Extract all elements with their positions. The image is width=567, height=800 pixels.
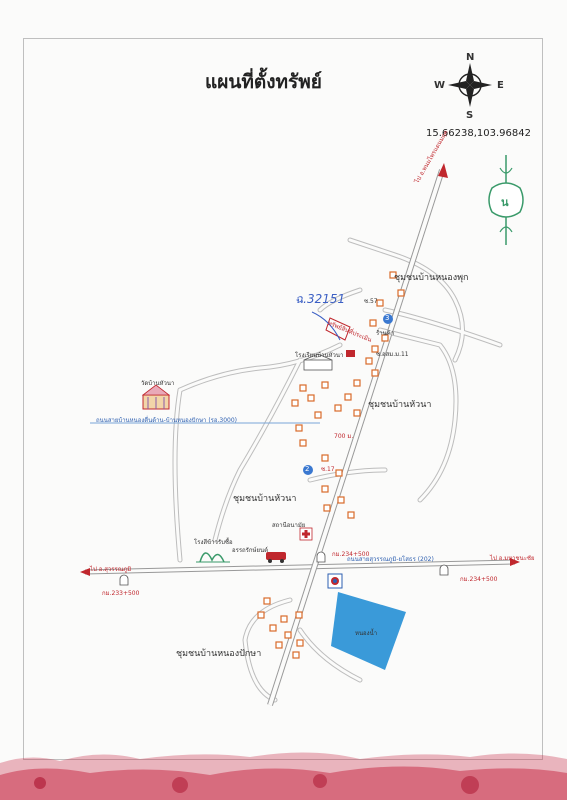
thai-emblem-icon [488, 155, 524, 245]
marker-a-label: 3 [385, 314, 390, 322]
village-hua-na-label-2: ชุมชนบ้านหัวนา [233, 494, 297, 504]
compass-west-label: W [434, 80, 446, 91]
pond-label: หนองน้ำ [355, 630, 378, 637]
compass-north-label: N [466, 52, 475, 63]
subject-property-arrow [325, 317, 351, 341]
side-road-57-label: ซ.57 [364, 298, 378, 305]
page-title: แผนที่ตั้งทรัพย์ [205, 71, 322, 93]
marker-circle-b [303, 465, 313, 475]
temple-icon [141, 384, 171, 410]
plot-number-label: ฉ.32151 [295, 292, 346, 306]
map-frame [23, 38, 543, 760]
emblem-letter: น [501, 196, 509, 209]
temple-label: วัดบ้านหัวนา [141, 380, 175, 387]
highway-202 [80, 558, 520, 576]
plot-annotation-line [311, 311, 341, 341]
km-west-label: กม.233+500 [102, 590, 140, 597]
shop-label: ร้านค้า [376, 330, 395, 337]
coordinates-label: 15.66238,103.96842 [426, 128, 531, 139]
health-station-label: สถานีอนามัย [272, 522, 306, 529]
km-markers [119, 551, 449, 586]
km-marker-west [119, 574, 129, 586]
km-east-label: กม.234+500 [460, 576, 498, 583]
highway-arrow-east [510, 558, 520, 566]
main-road-arrow-north [438, 163, 448, 178]
bottom-ink-stain [0, 752, 567, 800]
side-road-11-label: ซ.อสม.ม.11 [376, 351, 409, 358]
distance-label: 700 ม. [334, 433, 354, 440]
compass-rose-icon [448, 63, 492, 107]
houses [257, 271, 405, 659]
school-icon [303, 353, 333, 371]
km-marker-east [439, 564, 449, 576]
side-road-17-label: ซ.17 [321, 466, 335, 473]
gas-station-icon [327, 573, 343, 589]
garage-label: อรรถรักษ์ยนต์ [232, 547, 269, 554]
km-marker-center [316, 551, 326, 563]
km-center-label: กม.234+500 [332, 551, 370, 558]
marker-circle-a [383, 314, 393, 324]
village-nong-phuk-label: ชุมชนบ้านหนองพุก [394, 273, 469, 283]
village-hua-na-label-1: ชุมชนบ้านหัวนา [368, 400, 432, 410]
rice-mill-icon [196, 552, 230, 563]
highway-arrow-west [80, 568, 90, 576]
health-station-icon [299, 527, 313, 541]
garage-car-icon [266, 552, 286, 563]
subject-property-marker [346, 350, 355, 357]
to-mahachanachai-label: ไป อ.มหาชนะชัย [490, 555, 535, 562]
to-suwannaphum-label: ไป อ.สุวรรณภูมิ [90, 566, 132, 573]
school-label: โรงเรียนบ้านหัวนา [295, 352, 344, 359]
local-road-label: ถนนสายบ้านหนองตื่นด้าน-บ้านหนองปักษา (รอ… [96, 417, 238, 424]
rice-mill-label: โรงสีข้าวรับซื้อ [194, 539, 233, 546]
marker-b-label: 2 [305, 465, 310, 473]
village-nong-paktha-label: ชุมชนบ้านหนองปักษา [176, 649, 262, 659]
compass-south-label: S [466, 110, 474, 121]
highway-202-label: ถนนสายสุวรรณภูมิ-ยโสธร (202) [347, 556, 434, 563]
compass-east-label: E [497, 80, 504, 91]
pond-shape [331, 592, 406, 670]
